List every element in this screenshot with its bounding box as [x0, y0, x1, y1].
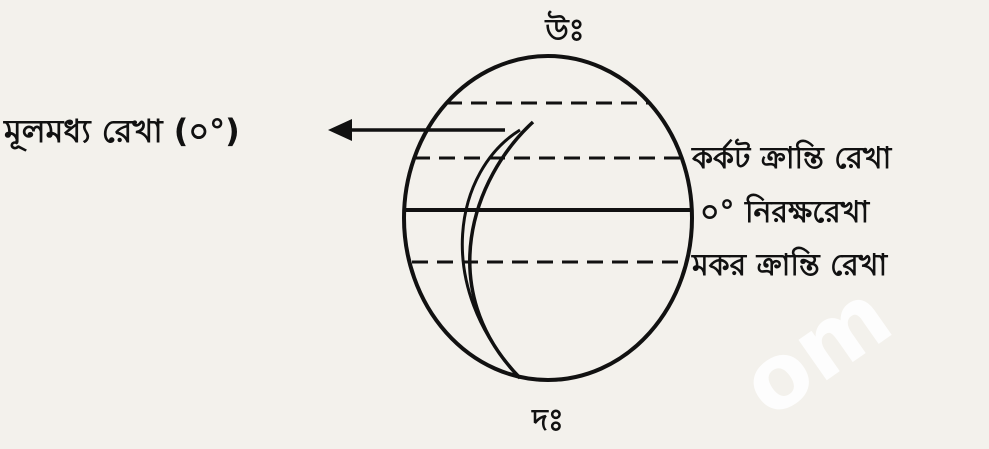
- globe-outline: [402, 54, 694, 382]
- tropic-of-cancer-label: কর্কট ক্রান্তি রেখা: [691, 138, 893, 176]
- north-label: উঃ: [544, 10, 584, 48]
- prime-meridian-label: মূলমধ্য রেখা (০°): [3, 112, 240, 152]
- equator-label: ০° নিরক্ষরেখা: [700, 193, 871, 230]
- tropic-of-capricorn-label: মকর ক্রান্তি রেখা: [691, 246, 888, 283]
- watermark-text: om: [722, 263, 910, 438]
- prime-meridian-curve: [468, 120, 535, 380]
- prime-meridian-arrow-head: [328, 119, 352, 141]
- prime-meridian-curve-inner: [460, 128, 522, 380]
- south-label: দঃ: [531, 403, 564, 438]
